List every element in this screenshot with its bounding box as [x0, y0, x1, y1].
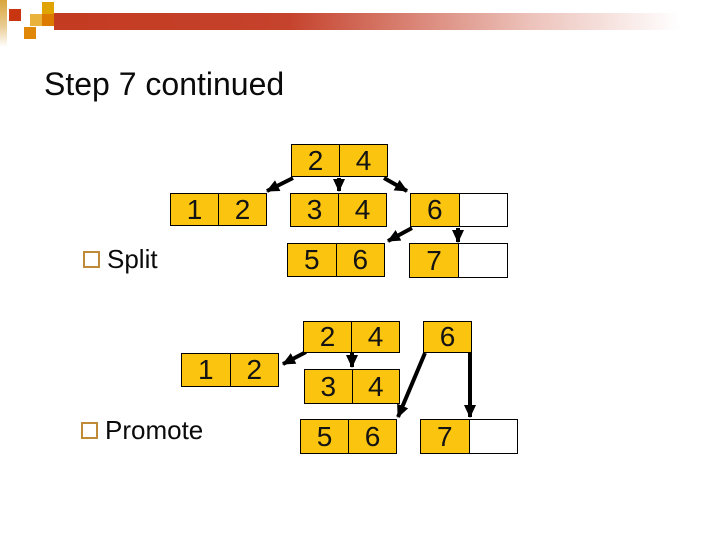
- tree-node-cell: 2: [303, 321, 352, 353]
- tree-node-cell: 5: [300, 419, 349, 454]
- decor-square: [24, 27, 36, 39]
- tree-arrow: [383, 176, 408, 193]
- tree-node-cell: 4: [340, 144, 388, 177]
- tree-node-cell: 2: [291, 144, 340, 177]
- tree-node-cell: 1: [170, 193, 219, 226]
- tree-node-cell: 4: [352, 369, 400, 404]
- decor-square: [30, 14, 42, 26]
- tree-node-cell: 1: [181, 353, 231, 387]
- tree-node-cell: 3: [304, 369, 353, 404]
- tree-arrow: [282, 350, 307, 366]
- tree-arrow: [387, 226, 413, 243]
- tree-node-cell: [459, 193, 508, 227]
- tree-node-cell: 7: [409, 243, 459, 278]
- tree-node-cell: 6: [336, 243, 385, 277]
- decor-red-bar: [54, 13, 720, 30]
- decor-square: [9, 9, 21, 21]
- tree-node-cell: [469, 419, 518, 454]
- square-bullet-icon: [81, 421, 98, 439]
- tree-node-cell: 2: [219, 193, 267, 226]
- tree-node-cell: 4: [352, 321, 400, 353]
- promote-tree-node: 6: [423, 321, 472, 353]
- split-tree-node: 6: [410, 193, 508, 227]
- tree-node-cell: 5: [287, 243, 337, 277]
- tree-arrow: [266, 176, 294, 193]
- tree-node-cell: 7: [420, 419, 470, 454]
- square-bullet-icon: [83, 250, 100, 268]
- decor-vertical-strip: [0, 0, 7, 47]
- slide-title: Step 7 continued: [44, 66, 285, 102]
- bullet-promote: Promote: [81, 414, 204, 445]
- decor-square: [42, 14, 54, 26]
- bullet-promote-label: Promote: [105, 414, 204, 445]
- tree-node-cell: 3: [290, 193, 339, 227]
- tree-node-cell: [459, 243, 508, 278]
- tree-node-cell: 4: [339, 193, 387, 227]
- decor-square: [42, 2, 54, 14]
- tree-node-cell: 6: [349, 419, 397, 454]
- bullet-split-label: Split: [107, 243, 158, 274]
- tree-node-cell: 6: [410, 193, 460, 227]
- tree-node-cell: 2: [230, 353, 279, 387]
- tree-arrow: [396, 352, 427, 418]
- tree-node-cell: 6: [423, 321, 472, 353]
- split-tree-node: 7: [409, 243, 508, 278]
- promote-tree-node: 7: [420, 419, 518, 454]
- bullet-split: Split: [83, 243, 158, 274]
